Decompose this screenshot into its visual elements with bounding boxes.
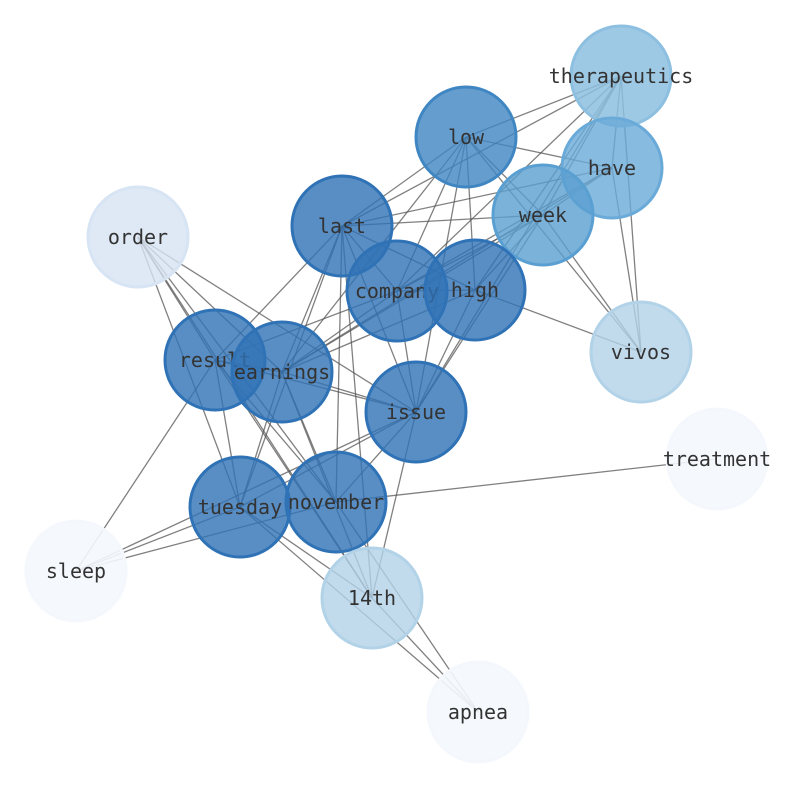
node-label-low: low bbox=[448, 125, 485, 149]
node-label-week: week bbox=[519, 203, 567, 227]
node-label-therapeutics: therapeutics bbox=[549, 64, 694, 88]
node-sleep: sleep bbox=[24, 519, 128, 623]
node-treatment: treatment bbox=[663, 407, 771, 511]
node-label-earnings: earnings bbox=[234, 360, 330, 384]
node-circle-november bbox=[284, 450, 388, 554]
node-label-order: order bbox=[108, 225, 168, 249]
node-label-last: last bbox=[318, 214, 366, 238]
node-november: november bbox=[284, 450, 388, 554]
node-week: week bbox=[491, 163, 595, 267]
node-circle-apnea bbox=[426, 660, 530, 764]
node-issue: issue bbox=[364, 360, 468, 464]
node-circle-low bbox=[414, 85, 518, 189]
node-14th: 14th bbox=[320, 546, 424, 650]
node-label-have: have bbox=[588, 156, 636, 180]
node-tuesday: tuesday bbox=[188, 455, 292, 559]
node-apnea: apnea bbox=[426, 660, 530, 764]
node-label-apnea: apnea bbox=[448, 700, 508, 724]
node-label-tuesday: tuesday bbox=[198, 495, 282, 519]
node-label-14th: 14th bbox=[348, 586, 396, 610]
node-low: low bbox=[414, 85, 518, 189]
node-circle-issue bbox=[364, 360, 468, 464]
node-therapeutics: therapeutics bbox=[549, 24, 694, 128]
node-label-vivos: vivos bbox=[611, 340, 671, 364]
node-circle-earnings bbox=[230, 320, 334, 424]
node-label-november: november bbox=[288, 490, 384, 514]
node-circle-order bbox=[86, 185, 190, 289]
node-label-treatment: treatment bbox=[663, 447, 771, 471]
node-circle-treatment bbox=[665, 407, 769, 511]
node-earnings: earnings bbox=[230, 320, 334, 424]
node-circle-14th bbox=[320, 546, 424, 650]
node-circle-week bbox=[491, 163, 595, 267]
node-vivos: vivos bbox=[589, 300, 693, 404]
node-high: high bbox=[423, 238, 527, 342]
node-order: order bbox=[86, 185, 190, 289]
node-circle-vivos bbox=[589, 300, 693, 404]
node-label-sleep: sleep bbox=[46, 559, 106, 583]
edge-november-treatment bbox=[335, 458, 718, 503]
node-circle-sleep bbox=[24, 519, 128, 623]
node-label-issue: issue bbox=[386, 400, 446, 424]
node-label-high: high bbox=[451, 278, 499, 302]
node-circle-high bbox=[423, 238, 527, 342]
